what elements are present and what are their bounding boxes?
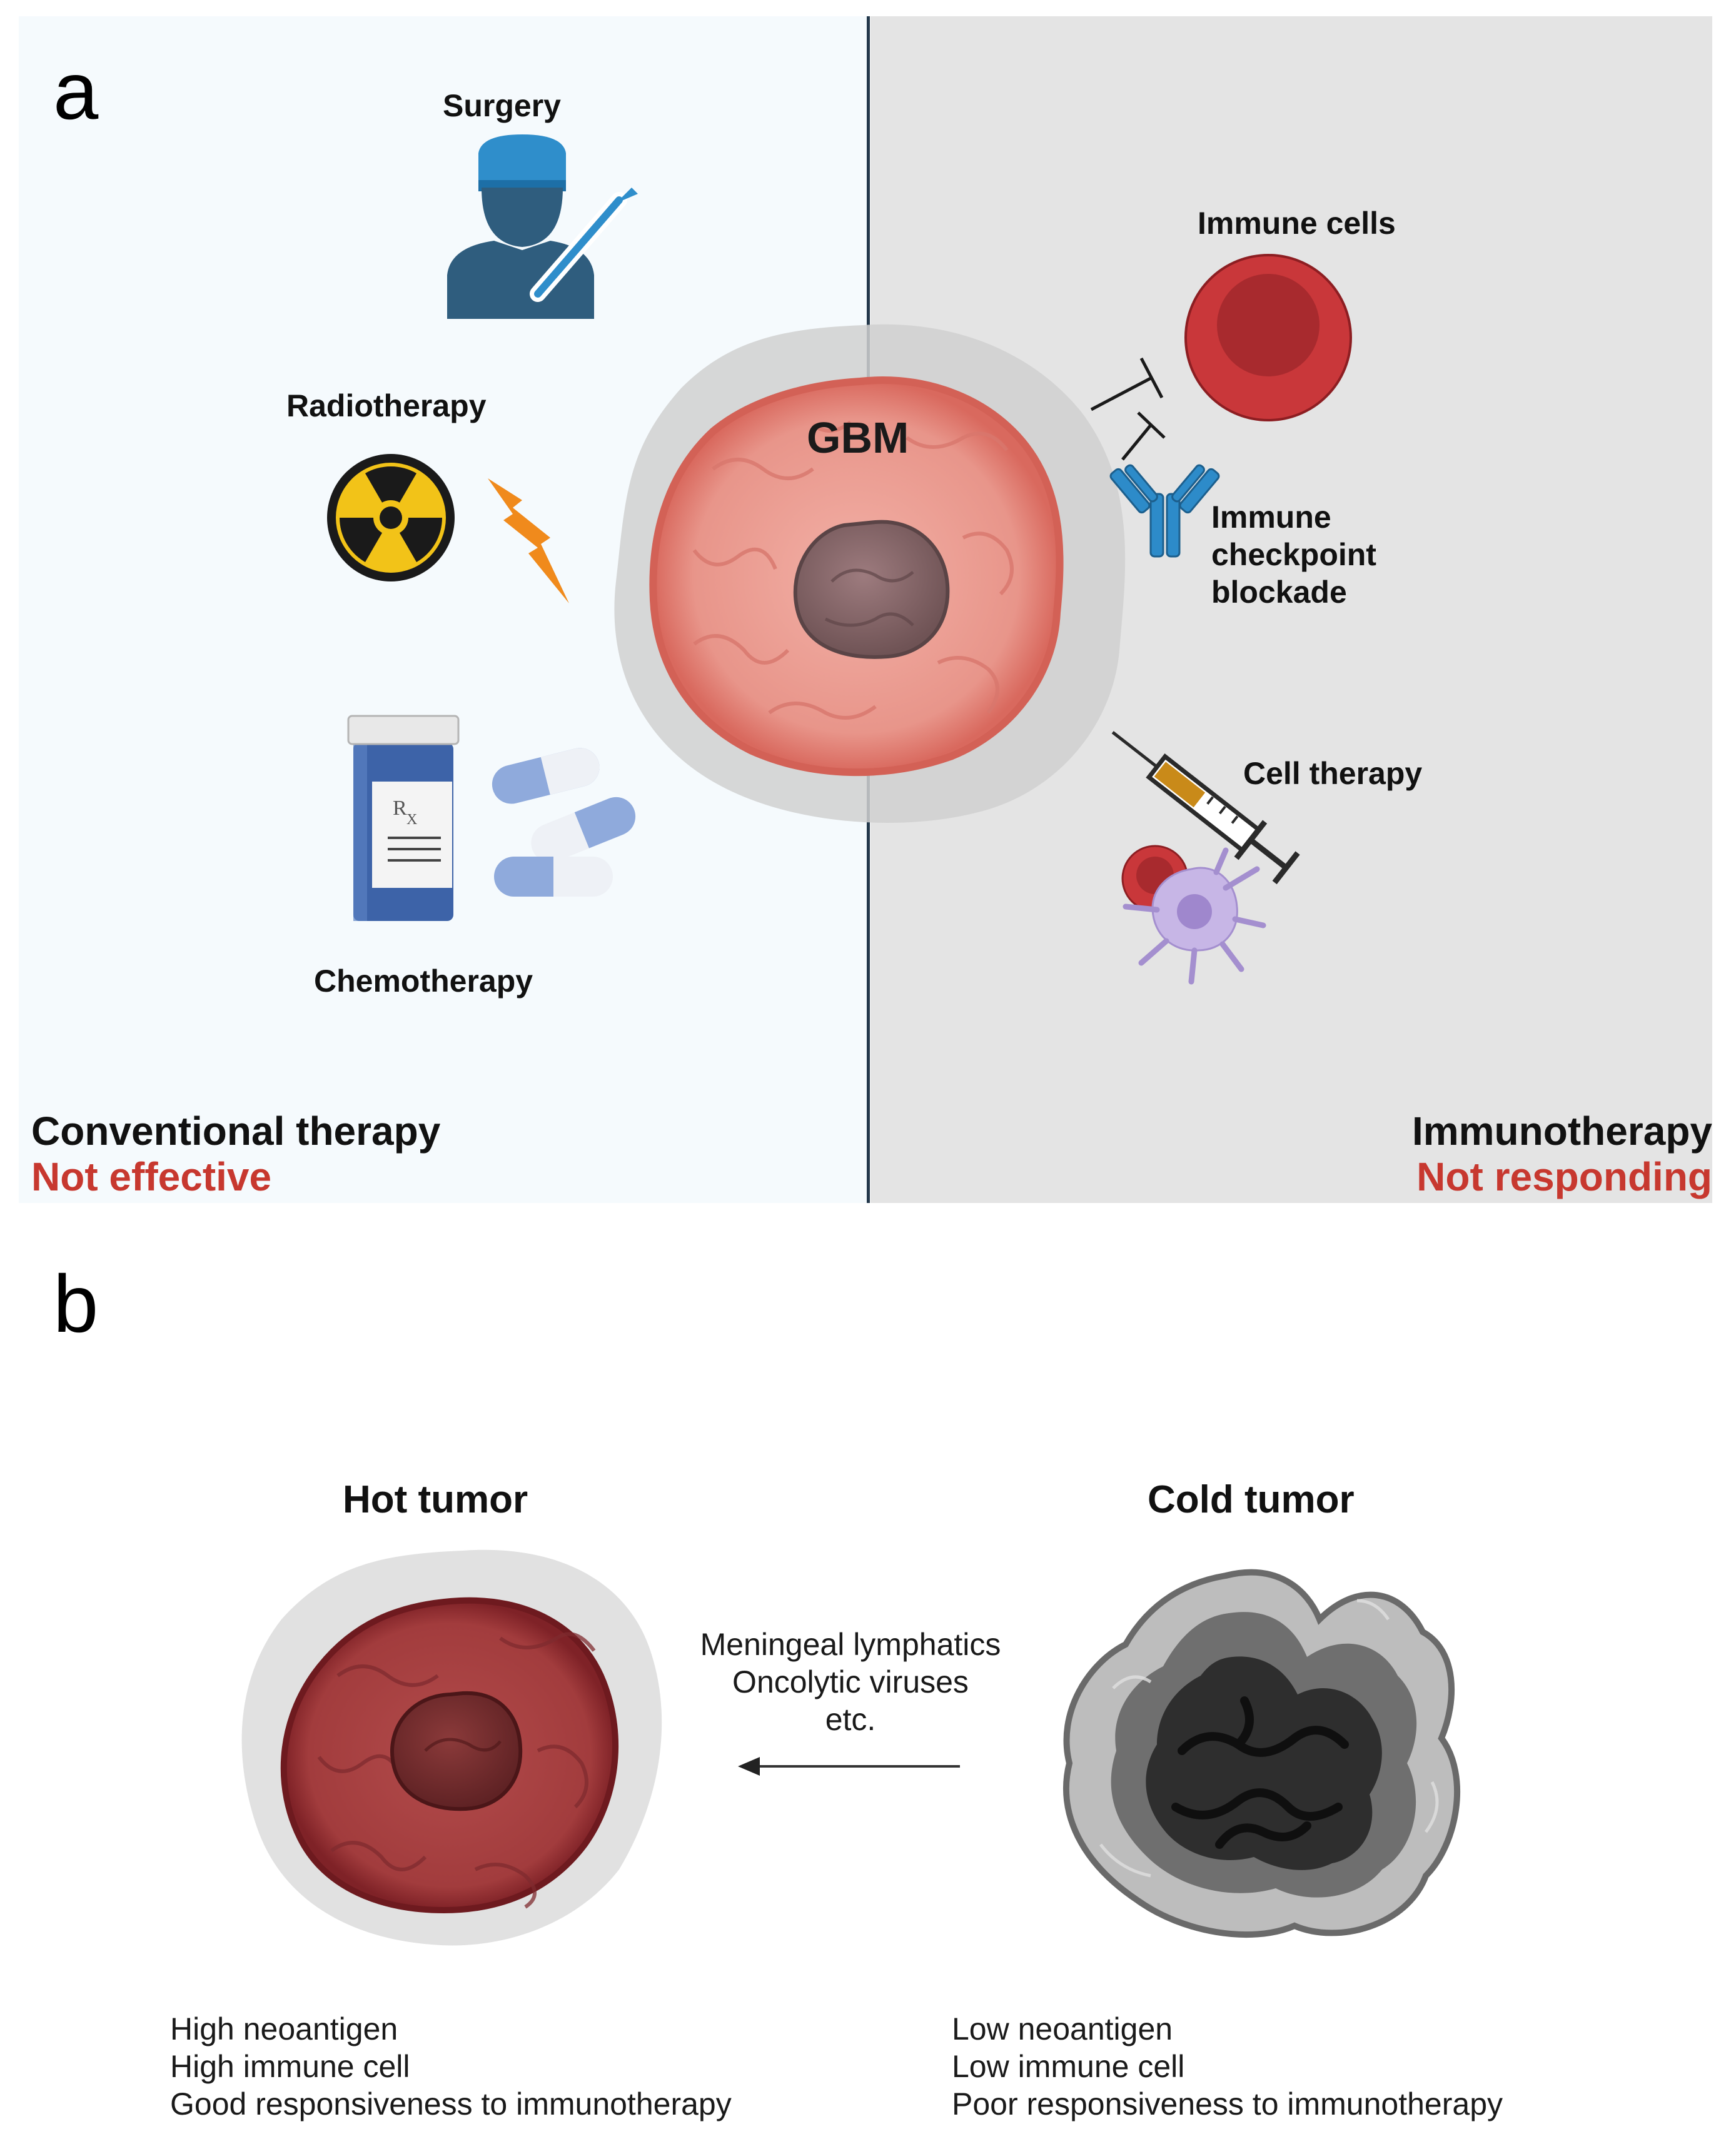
not-responding-status: Not responding [1416, 1154, 1712, 1199]
cold-desc-line-3: Poor responsiveness to immunotherapy [952, 2086, 1503, 2121]
hot-tumor-description: High neoantigen High immune cell Good re… [170, 2010, 732, 2123]
radiotherapy-label: Radiotherapy [286, 388, 487, 423]
lightning-icon [488, 478, 569, 603]
cold-desc-line-1: Low neoantigen [952, 2011, 1173, 2046]
strategy-2: Oncolytic viruses [732, 1664, 969, 1699]
immune-cells-label: Immune cells [1198, 206, 1396, 241]
hot-desc-line-2: High immune cell [170, 2049, 410, 2084]
syringe-icon [1111, 731, 1300, 885]
pill-bottle-icon: R X [347, 715, 460, 921]
rx-sub-label: X [406, 812, 417, 828]
strategy-1: Meningeal lymphatics [700, 1627, 1001, 1662]
rx-label: R [393, 797, 407, 820]
gbm-label: GBM [807, 413, 909, 462]
hot-desc-line-1: High neoantigen [170, 2011, 398, 2046]
cold-tumor-title: Cold tumor [1148, 1478, 1355, 1521]
radiation-icon [327, 454, 455, 581]
checkpoint-line-1: Immune [1211, 500, 1331, 535]
panel-b-letter: b [53, 1258, 99, 1349]
panel-a-letter: a [53, 45, 99, 136]
conversion-strategies: Meningeal lymphatics Oncolytic viruses e… [688, 1626, 1013, 1738]
cold-tumor [1062, 1569, 1460, 1938]
surgery-label: Surgery [443, 88, 561, 123]
gbm-tumor [614, 324, 1126, 823]
inhibition-icon [1090, 357, 1166, 461]
not-effective-status: Not effective [31, 1154, 272, 1199]
conventional-therapy-title: Conventional therapy [31, 1109, 441, 1154]
strategy-3: etc. [825, 1702, 876, 1737]
checkpoint-blockade-label: Immune checkpoint blockade [1211, 498, 1376, 611]
checkpoint-line-2: checkpoint [1211, 537, 1376, 572]
hot-desc-line-3: Good responsiveness to immunotherapy [170, 2086, 732, 2121]
antibody-icon [1109, 464, 1220, 558]
hot-tumor-title: Hot tumor [343, 1478, 528, 1521]
hot-tumor [241, 1549, 662, 1946]
immunotherapy-title: Immunotherapy [1411, 1109, 1712, 1154]
cell-therapy-label: Cell therapy [1243, 756, 1423, 791]
immune-cell-icon [1184, 254, 1352, 421]
cold-desc-line-2: Low immune cell [952, 2049, 1185, 2084]
surgeon-icon [447, 134, 638, 319]
checkpoint-line-3: blockade [1211, 575, 1347, 610]
capsule-icon [492, 748, 636, 897]
dendritic-cell-icon [1123, 847, 1266, 985]
conversion-arrow [738, 1757, 960, 1776]
chemotherapy-label: Chemotherapy [314, 964, 533, 999]
cold-tumor-description: Low neoantigen Low immune cell Poor resp… [952, 2010, 1503, 2123]
